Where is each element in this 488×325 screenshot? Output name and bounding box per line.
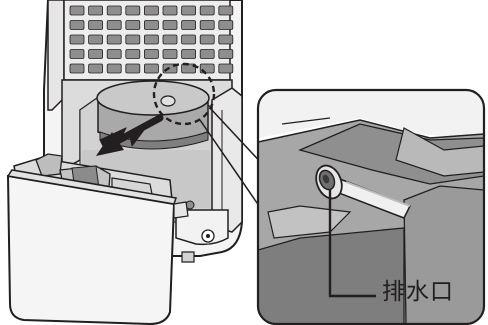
vent-slot bbox=[125, 49, 141, 59]
vent-slot bbox=[181, 20, 197, 30]
vent-slot bbox=[162, 49, 178, 59]
vent-slot bbox=[218, 20, 234, 30]
vent-slot bbox=[125, 5, 141, 16]
vent-slot bbox=[88, 49, 103, 59]
vent-slot bbox=[88, 34, 103, 45]
vent-slot bbox=[162, 5, 178, 16]
drain-outlet bbox=[315, 164, 412, 219]
vent-slot bbox=[143, 20, 159, 30]
vent-slot bbox=[199, 34, 215, 45]
vent-slot bbox=[69, 20, 85, 30]
vent-slot bbox=[143, 63, 159, 74]
vent-slot bbox=[143, 5, 159, 16]
vent-slot bbox=[69, 34, 85, 45]
vent-slot bbox=[218, 5, 234, 16]
vent-slot bbox=[218, 34, 234, 45]
vent-slot bbox=[106, 5, 122, 16]
drain-outlet-label: 排水口 bbox=[382, 279, 454, 305]
vent-slot bbox=[69, 5, 85, 16]
vent-slot bbox=[199, 5, 215, 16]
vent-slot bbox=[125, 34, 141, 45]
zoom-inset-frame bbox=[256, 88, 486, 325]
vent-slot bbox=[218, 63, 234, 74]
vent-slot bbox=[106, 49, 122, 59]
vent-slot bbox=[181, 5, 197, 16]
vent-slot bbox=[162, 20, 178, 30]
vent-slot bbox=[199, 20, 215, 30]
vent-slot bbox=[199, 49, 215, 59]
water-tank bbox=[6, 153, 189, 325]
zoom-inset bbox=[256, 88, 486, 325]
vent-slot bbox=[69, 63, 85, 74]
vent-slot bbox=[88, 5, 103, 16]
vent-slot bbox=[218, 49, 234, 59]
vent-slot bbox=[106, 63, 122, 74]
zoom-connector-lines bbox=[199, 107, 267, 217]
vent-slot bbox=[106, 34, 122, 45]
vent-slot bbox=[162, 34, 178, 45]
vent-slot bbox=[69, 49, 85, 59]
drain-highlight-circle bbox=[152, 62, 216, 126]
vent-slot bbox=[125, 63, 141, 74]
vent-grille bbox=[69, 5, 234, 74]
vent-slot bbox=[181, 34, 197, 45]
vent-slot bbox=[88, 20, 103, 30]
tank-front-face bbox=[6, 174, 176, 325]
vent-slot bbox=[143, 34, 159, 45]
vent-slot bbox=[125, 20, 141, 30]
vent-slot bbox=[143, 49, 159, 59]
vent-slot bbox=[106, 20, 122, 30]
tank-handle bbox=[35, 153, 63, 177]
foot bbox=[181, 251, 195, 263]
vent-slot bbox=[88, 63, 103, 74]
pull-out-arrow bbox=[96, 114, 164, 156]
callout-leader bbox=[328, 190, 376, 298]
vent-slot bbox=[181, 49, 197, 59]
